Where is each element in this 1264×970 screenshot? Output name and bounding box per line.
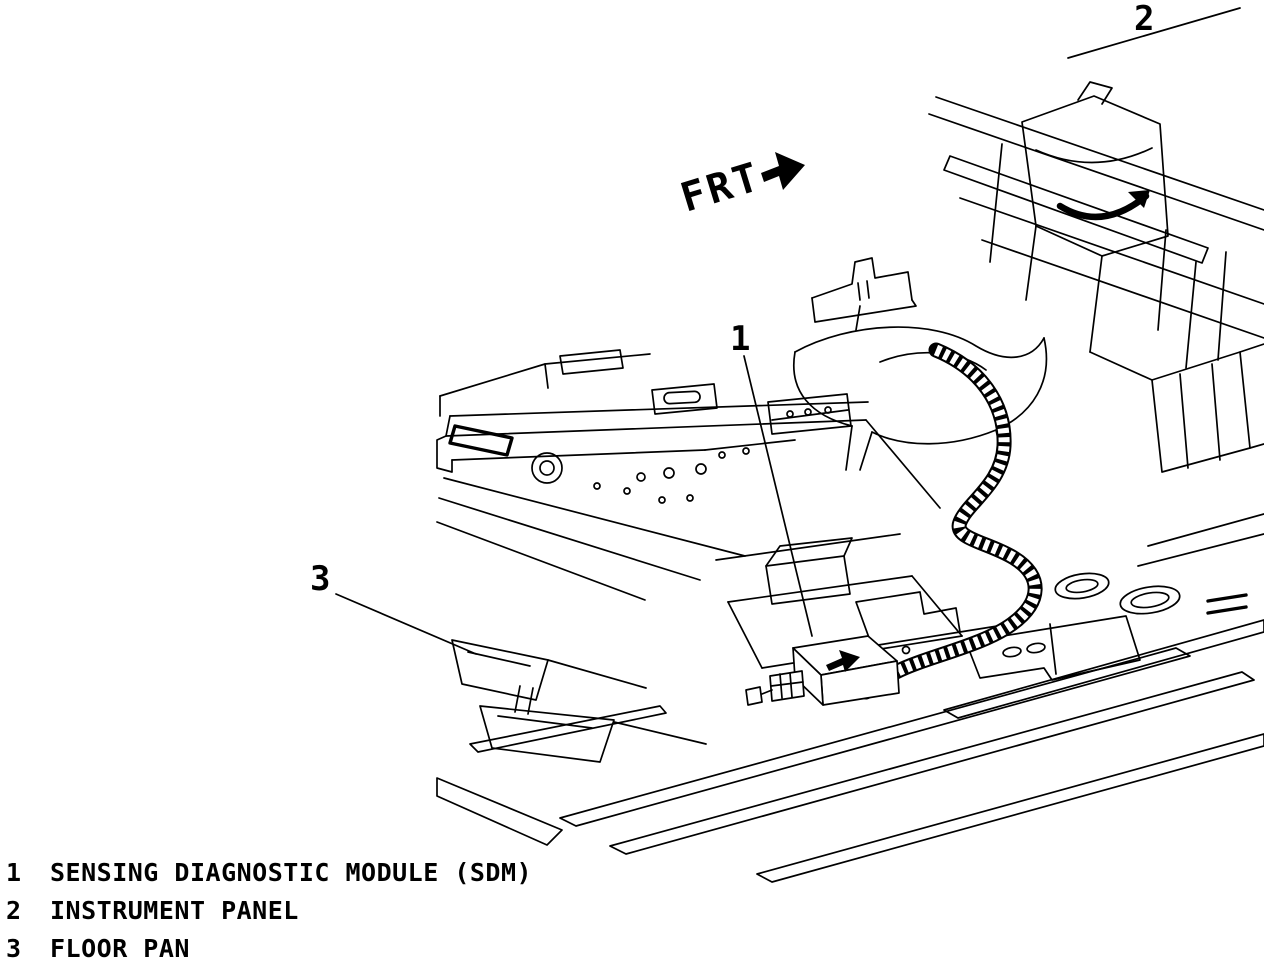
legend-item-number: 1 <box>6 858 23 887</box>
callout-2-number: 2 <box>1134 0 1154 39</box>
legend-item-label: SENSING DIAGNOSTIC MODULE (SDM) <box>50 858 533 887</box>
callout-2-leader <box>1067 7 1241 59</box>
frt-direction-arrow-icon <box>761 152 805 190</box>
floor-bracket-drawing <box>965 513 1264 681</box>
crossmember-beam-drawing <box>436 349 941 601</box>
callout-leaders <box>335 7 1241 655</box>
legend-item-floor-pan: 3 FLOOR PAN <box>6 934 532 963</box>
sdm-mounting-platform-drawing <box>715 533 1011 669</box>
callout-3-leader <box>335 593 477 655</box>
callout-1-leader <box>743 355 813 637</box>
sdm-module <box>745 635 911 706</box>
frt-label: FRT <box>675 154 766 222</box>
frt-direction-mark: FRT <box>675 152 805 222</box>
instrument-panel-drawing <box>928 81 1264 473</box>
callout-1-number: 1 <box>730 319 750 359</box>
legend-item-sdm: 1 SENSING DIAGNOSTIC MODULE (SDM) <box>6 858 533 887</box>
callout-3-number: 3 <box>310 559 330 599</box>
legend-item-label: INSTRUMENT PANEL <box>50 896 299 925</box>
left-floor-bracket-drawing <box>451 639 707 763</box>
floor-pan-ribs-drawing <box>436 619 1264 883</box>
sdm-direction-arrow-icon <box>826 650 860 672</box>
legend-item-label: FLOOR PAN <box>50 934 190 963</box>
legend: 1 SENSING DIAGNOSTIC MODULE (SDM) 2 INST… <box>6 858 533 963</box>
legend-item-number: 2 <box>6 896 23 925</box>
legend-item-number: 3 <box>6 934 23 963</box>
legend-item-instrument-panel: 2 INSTRUMENT PANEL <box>6 896 532 925</box>
